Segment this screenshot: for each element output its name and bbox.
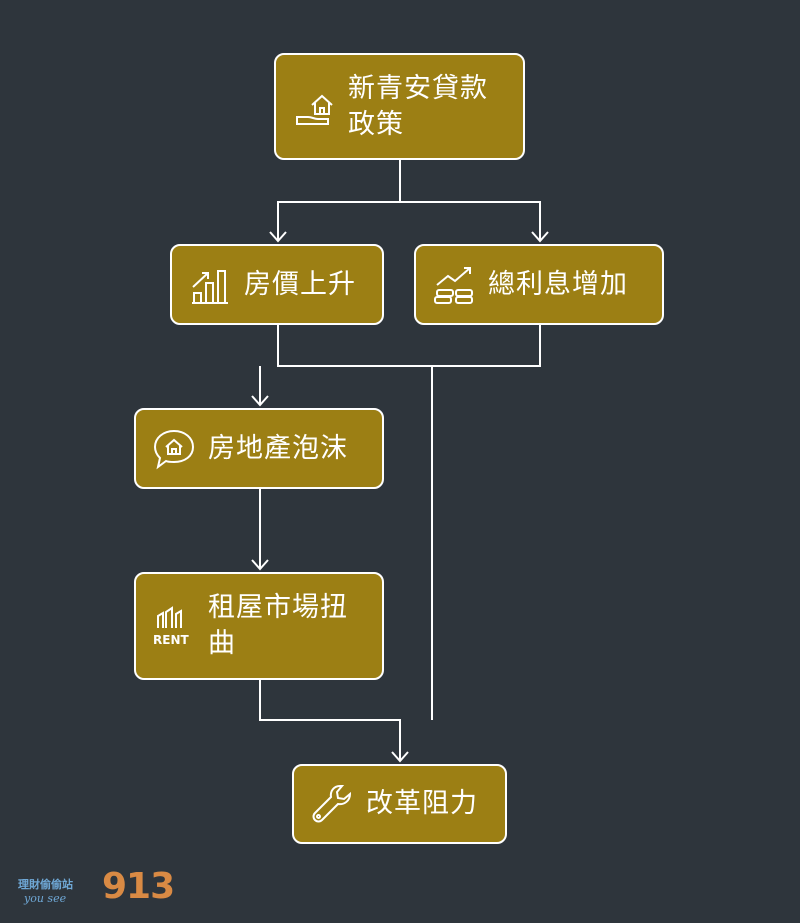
node-label: 房地產泡沫 bbox=[208, 432, 348, 464]
bar-chart-up-icon bbox=[188, 263, 232, 307]
node-reform: 改革阻力 bbox=[292, 764, 507, 844]
watermark-logo: 理財偷偷站 you see 913 bbox=[18, 866, 175, 912]
connector-policy bbox=[277, 160, 541, 240]
logo-subtext: you see bbox=[24, 892, 67, 905]
node-label: 房價上升 bbox=[244, 268, 356, 300]
connector-price-interest bbox=[259, 325, 541, 720]
node-bubble: 房地產泡沫 bbox=[134, 408, 384, 489]
logo-number: 913 bbox=[102, 866, 175, 907]
house-speech-bubble-icon bbox=[152, 427, 196, 471]
arrowhead bbox=[391, 751, 409, 763]
coins-trend-icon bbox=[432, 263, 476, 307]
node-label: 新青安貸款 政策 bbox=[348, 72, 488, 140]
node-label: 租屋市場扭 曲 bbox=[208, 592, 348, 659]
wrench-icon bbox=[310, 782, 354, 826]
house-hand-icon bbox=[292, 85, 336, 129]
node-policy: 新青安貸款 政策 bbox=[274, 53, 525, 160]
node-label: 總利息增加 bbox=[488, 268, 628, 300]
node-interest: 總利息增加 bbox=[414, 244, 664, 325]
connector-rent-reform bbox=[259, 680, 401, 760]
arrowhead bbox=[251, 395, 269, 407]
logo-text: 理財偷偷站 bbox=[18, 878, 73, 891]
rent-buildings-icon: RENT bbox=[152, 604, 196, 648]
node-price: 房價上升 bbox=[170, 244, 384, 325]
svg-text:RENT: RENT bbox=[153, 633, 189, 647]
arrowhead bbox=[269, 231, 287, 243]
arrowhead bbox=[251, 559, 269, 571]
node-rent: RENT 租屋市場扭 曲 bbox=[134, 572, 384, 680]
arrowhead bbox=[531, 231, 549, 243]
node-label: 改革阻力 bbox=[366, 788, 478, 819]
